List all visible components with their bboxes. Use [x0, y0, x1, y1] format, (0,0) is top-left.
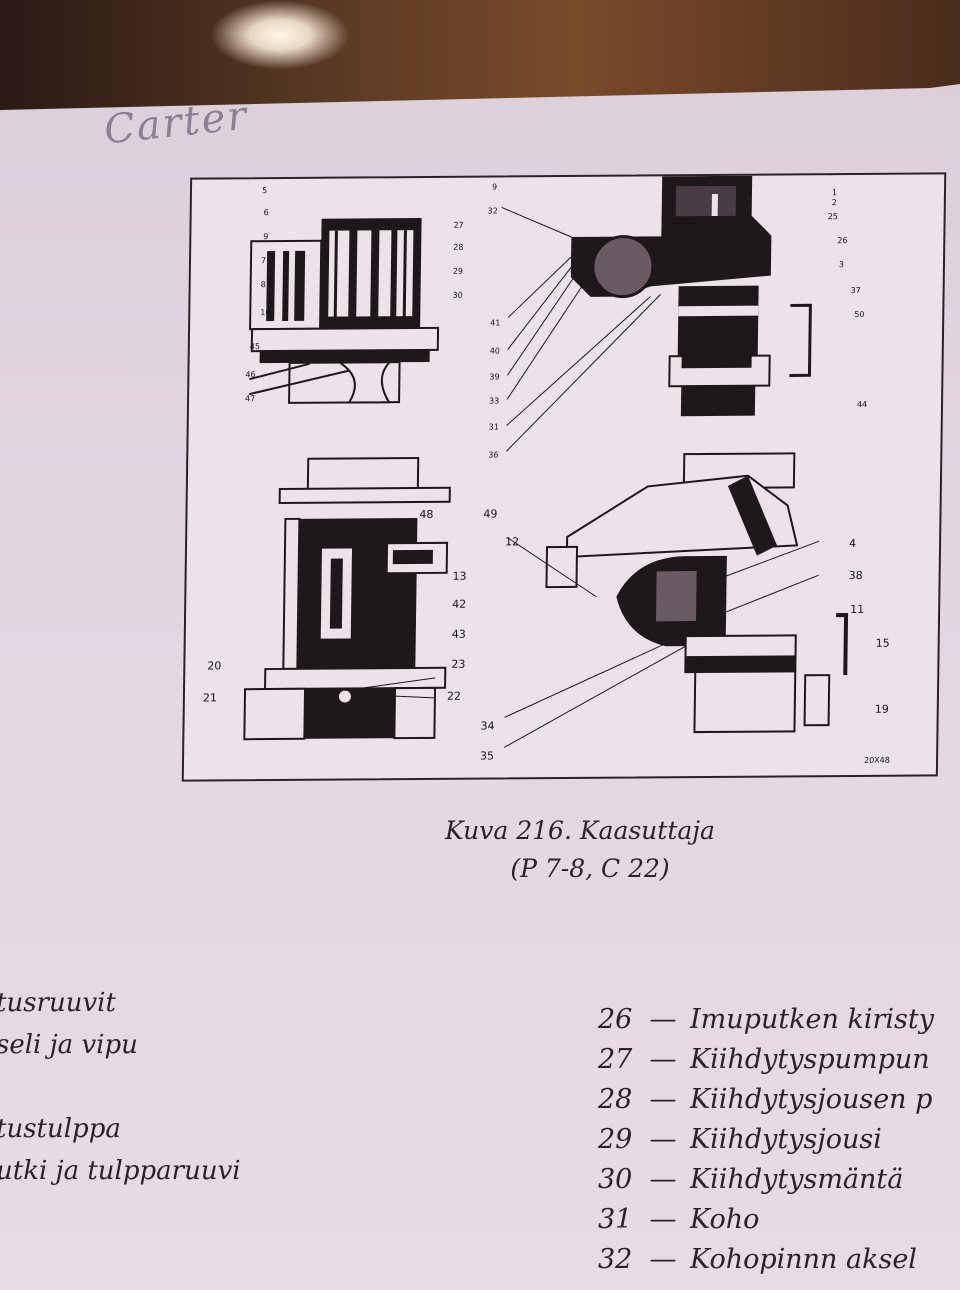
legend-left-line: tusruuvit [0, 988, 116, 1018]
label: 9 [263, 232, 268, 241]
legend-item: 26 — Imuputken kiristy [598, 1000, 934, 1040]
label: 19 [875, 703, 889, 716]
legend-dash: — [649, 1244, 677, 1275]
label: 20 [207, 659, 221, 672]
label: 12 [505, 535, 519, 548]
legend-item: 32 — Kohopinnn aksel [598, 1240, 934, 1280]
view-bottom-left [243, 457, 451, 741]
legend-dash: — [649, 1044, 677, 1075]
legend-number: 31 [598, 1204, 633, 1235]
label: 46 [245, 370, 255, 379]
label: 45 [250, 342, 260, 351]
legend-item: 30 — Kiihdytysmäntä [598, 1160, 934, 1200]
label: 9 [492, 183, 497, 192]
label: 27 [453, 221, 463, 230]
legend-number: 30 [598, 1164, 633, 1195]
labels-bottom-right: 12 4 38 11 15 19 34 35 [480, 535, 890, 762]
label: 25 [828, 212, 838, 221]
label: 28 [453, 243, 463, 252]
label: 44 [857, 400, 867, 409]
view-bottom-right [545, 452, 849, 734]
legend-left-line: utki ja tulpparuuvi [0, 1156, 241, 1186]
label: 39 [489, 372, 499, 381]
label: 48 [419, 508, 433, 521]
label: 26 [837, 236, 847, 245]
label: 5 [262, 186, 267, 195]
light-glare [210, 0, 350, 70]
legend-text: Koho [690, 1204, 760, 1235]
label: 1 [832, 188, 837, 197]
legend-number: 29 [598, 1124, 633, 1155]
label: 29 [453, 267, 463, 276]
label: 31 [489, 422, 499, 431]
label: 37 [851, 286, 861, 295]
legend-left-line [0, 1066, 241, 1108]
label: 24 [828, 174, 838, 177]
legend-left-line: tustulppa [0, 1114, 121, 1144]
label: 43 [452, 628, 466, 641]
labels-top-left: 5 6 9 7 8 10 45 46 47 27 28 29 30 [245, 186, 464, 403]
labels-bottom-left: 48 49 13 42 43 23 22 20 21 [203, 507, 498, 704]
label: 6 [264, 208, 269, 217]
label: 42 [452, 598, 466, 611]
legend-text: Kiihdytyspumpun [690, 1044, 930, 1075]
label: 8 [261, 280, 266, 289]
legend-right-column: 26—Imuputken kiristy 27—Kiihdytyspumpun … [598, 1000, 934, 1280]
figure-code: 20X48 [864, 756, 890, 765]
label: 7 [261, 256, 266, 265]
label: 50 [854, 310, 864, 319]
legend-left-column: tusruuvit seli ja vipu tustulppa utki ja… [0, 982, 241, 1192]
label: 49 [483, 507, 497, 520]
legend-item: 31 — Koho [598, 1200, 934, 1240]
labels-top-right: 9 32 41 40 39 33 31 36 24 1 2 25 26 3 37… [488, 174, 868, 459]
legend-text: Kohopinnn aksel [690, 1244, 917, 1275]
label: 11 [850, 603, 864, 616]
legend-item: 27 — Kiihdytyspumpun [598, 1040, 934, 1080]
label: 38 [849, 569, 863, 582]
legend-item: 28 — Kiihdytysjousen p [598, 1080, 934, 1120]
label: 32 [488, 206, 498, 215]
label: 36 [488, 450, 498, 459]
label: 41 [490, 318, 500, 327]
legend-dash: — [649, 1164, 677, 1195]
figure-caption-title: Kuva 216. Kaasuttaja [445, 816, 715, 845]
label: 4 [849, 537, 856, 550]
carburetor-figure: 5 6 9 7 8 10 45 46 47 27 28 29 30 9 32 4… [181, 172, 947, 782]
legend-number: 26 [598, 1004, 633, 1035]
legend-text: Kiihdytysjousi [690, 1124, 882, 1155]
view-top-right [570, 175, 812, 417]
label: 21 [203, 691, 217, 704]
view-top-left [248, 218, 440, 404]
legend-text: Imuputken kiristy [690, 1004, 934, 1035]
legend-number: 27 [598, 1044, 633, 1075]
label: 40 [490, 346, 500, 355]
label: 10 [260, 308, 270, 317]
legend-left-line: seli ja vipu [0, 1030, 138, 1060]
figure-caption-models: (P 7-8, C 22) [510, 854, 670, 883]
label: 15 [876, 637, 890, 650]
legend-dash: — [649, 1204, 677, 1235]
label: 22 [447, 690, 461, 703]
label: 47 [245, 394, 255, 403]
legend-dash: — [649, 1004, 677, 1035]
legend-number: 28 [598, 1084, 633, 1115]
legend-item: 29 — Kiihdytysjousi [598, 1120, 934, 1160]
leader-lines [344, 207, 820, 748]
label: 33 [489, 396, 499, 405]
legend-text: Kiihdytysjousen p [690, 1084, 933, 1115]
label: 3 [839, 260, 844, 269]
label: 35 [480, 749, 494, 762]
legend-text: Kiihdytysmäntä [690, 1164, 904, 1195]
label: 23 [451, 658, 465, 671]
legend-number: 32 [598, 1244, 633, 1275]
legend-dash: — [649, 1124, 677, 1155]
legend-dash: — [649, 1084, 677, 1115]
label: 13 [453, 570, 467, 583]
label: 34 [480, 719, 494, 732]
label: 2 [832, 198, 837, 207]
label: 30 [452, 291, 462, 300]
carburetor-drawing: 5 6 9 7 8 10 45 46 47 27 28 29 30 9 32 4… [203, 174, 890, 765]
